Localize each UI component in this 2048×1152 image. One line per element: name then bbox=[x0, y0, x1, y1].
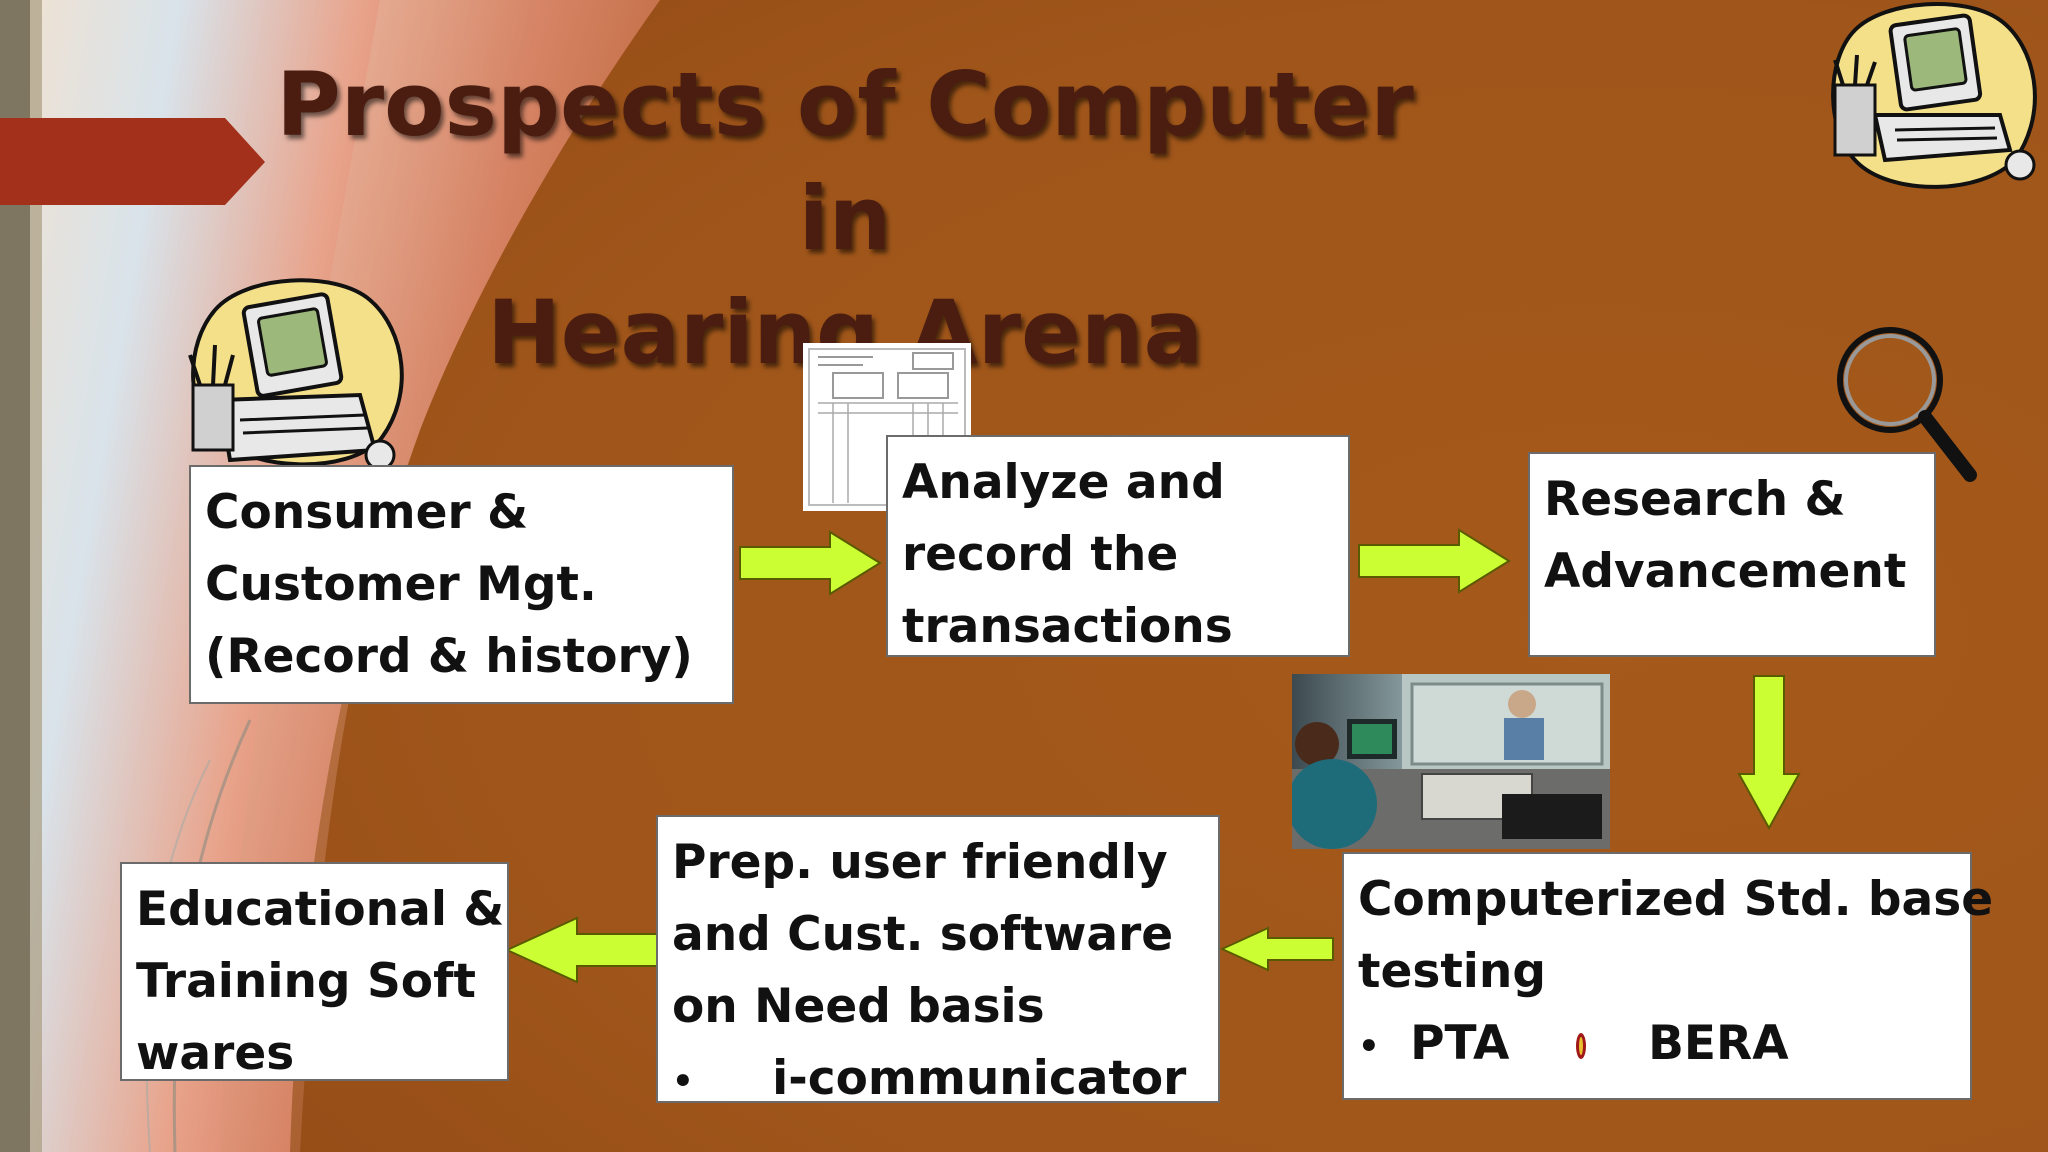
audiometry-photo bbox=[1292, 674, 1610, 849]
bullet-mark-icon bbox=[1575, 1033, 1586, 1059]
analyze-box: Analyze and record the transactions bbox=[886, 435, 1350, 657]
bullet-bera: BERA bbox=[1648, 1016, 1789, 1071]
educational-box: Educational & Training Soft wares bbox=[120, 862, 509, 1081]
computerized-bullets: • PTA BERA bbox=[1358, 1008, 1970, 1083]
educational-line-3: wares bbox=[136, 1026, 295, 1081]
research-line-2: Advancement bbox=[1544, 544, 1907, 599]
arrow-down bbox=[1737, 675, 1801, 831]
title-line-1: Prospects of Computer in bbox=[276, 53, 1414, 270]
magnifier-icon bbox=[1837, 327, 1977, 482]
bullet-pta: PTA bbox=[1410, 1016, 1510, 1071]
consumer-line-2: Customer Mgt. bbox=[205, 557, 597, 612]
educational-line-1: Educational & bbox=[136, 882, 505, 937]
arrow-right-1 bbox=[739, 530, 882, 596]
consumer-line-3: (Record & history) bbox=[205, 629, 693, 684]
analyze-line-1: Analyze and bbox=[902, 455, 1225, 510]
research-box: Research & Advancement bbox=[1528, 452, 1936, 657]
computerized-line-2: testing bbox=[1358, 944, 1546, 999]
computerized-box: Computerized Std. base testing • PTA BER… bbox=[1342, 852, 1994, 1100]
prep-line-1: Prep. user friendly bbox=[672, 835, 1168, 890]
computer-clipart-icon bbox=[1831, 2, 2037, 189]
prep-line-2: and Cust. software bbox=[672, 907, 1174, 962]
computer-clipart-icon bbox=[188, 278, 404, 470]
consumer-box: Consumer & Customer Mgt. (Record & histo… bbox=[189, 465, 734, 704]
accent-tab bbox=[0, 118, 265, 205]
prep-line-3: on Need basis bbox=[672, 979, 1045, 1034]
arrow-left-1 bbox=[1220, 926, 1334, 972]
arrow-left-2 bbox=[505, 916, 658, 984]
prep-bullet-row: • i-communicator bbox=[672, 1043, 1218, 1118]
research-line-1: Research & bbox=[1544, 472, 1846, 527]
bullet-dot-icon: • bbox=[672, 1061, 694, 1102]
bullet-icommunicator: i-communicator bbox=[772, 1051, 1187, 1106]
prep-box: Prep. user friendly and Cust. software o… bbox=[656, 815, 1220, 1106]
analyze-line-3: transactions bbox=[902, 599, 1233, 654]
bullet-dot-icon: • bbox=[1358, 1026, 1380, 1067]
computerized-line-1: Computerized Std. base bbox=[1358, 872, 1994, 927]
analyze-line-2: record the bbox=[902, 527, 1179, 582]
arrow-right-2 bbox=[1358, 528, 1511, 594]
educational-line-2: Training Soft bbox=[136, 954, 476, 1009]
slide-title: Prospects of Computer in Hearing Arena bbox=[230, 48, 1460, 390]
consumer-line-1: Consumer & bbox=[205, 485, 529, 540]
